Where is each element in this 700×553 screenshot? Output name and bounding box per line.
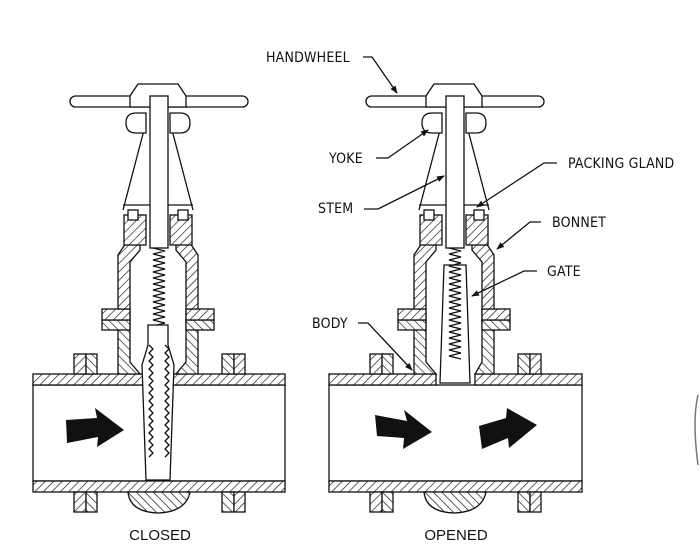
pipe-wall-bottom: [328, 480, 583, 493]
edge-artifact: [694, 394, 699, 466]
flange: [517, 491, 531, 513]
packing-gland-box: [127, 209, 139, 221]
flange: [73, 491, 87, 513]
flange: [381, 353, 394, 375]
bonnet-right: [471, 239, 495, 310]
bonnet-flange: [101, 319, 131, 331]
label-stem: STEM: [318, 201, 353, 217]
bonnet-flange: [397, 308, 427, 321]
flange: [369, 491, 383, 513]
bonnet-left: [117, 239, 141, 310]
flow-arrow-icon: [479, 408, 537, 449]
flange: [73, 353, 87, 375]
bonnet-right: [175, 239, 199, 310]
body-pocket: [127, 491, 191, 514]
packing-gland-box: [473, 209, 485, 221]
pipe-bore: [328, 384, 583, 482]
pipe-wall-top: [328, 373, 437, 386]
leader-gate: [471, 270, 537, 297]
flange: [517, 353, 531, 375]
valve-closed: CLOSED: [32, 83, 286, 544]
flange: [233, 491, 246, 513]
valve-opened: OPENED: [328, 83, 583, 544]
pipe-wall-bottom: [32, 480, 286, 493]
flange: [85, 491, 98, 513]
stem-thread: [448, 247, 462, 360]
yoke: [418, 129, 490, 211]
label-handwheel: HANDWHEEL: [266, 50, 350, 66]
leader-packing-gland: [476, 162, 557, 208]
pipe-wall-top: [474, 373, 583, 386]
label-bonnet: BONNET: [552, 215, 606, 231]
label-gate: GATE: [547, 264, 581, 280]
leader-bonnet: [496, 221, 541, 250]
packing-gland-box: [177, 209, 189, 221]
bonnet-flange: [185, 319, 215, 331]
bonnet-flange: [185, 308, 215, 321]
flow-arrow-icon: [375, 410, 432, 449]
bonnet-left: [413, 239, 437, 310]
bonnet-flange: [397, 319, 427, 331]
leader-body: [358, 322, 413, 371]
flange: [85, 353, 98, 375]
bonnet-flange: [481, 319, 511, 331]
label-packing-gland: PACKING GLAND: [568, 156, 674, 172]
label-body: BODY: [312, 316, 348, 332]
flange: [233, 353, 246, 375]
flange: [529, 353, 542, 375]
stem: [445, 95, 465, 249]
bonnet-flange: [101, 308, 131, 321]
yoke-nut: [465, 112, 487, 134]
packing-gland-box: [423, 209, 435, 221]
yoke: [122, 129, 194, 211]
flow-arrow-icon: [66, 408, 124, 447]
flange: [381, 491, 394, 513]
yoke-nut: [421, 112, 443, 134]
caption-closed: CLOSED: [129, 527, 191, 544]
flange: [369, 353, 383, 375]
leader-yoke: [376, 129, 429, 159]
flange: [221, 353, 235, 375]
yoke-nut: [169, 112, 191, 134]
caption-opened: OPENED: [424, 527, 488, 544]
leader-handwheel: [363, 56, 398, 94]
gate-thread: [148, 344, 170, 458]
label-yoke: YOKE: [328, 151, 363, 167]
leader-stem: [364, 175, 445, 210]
stem: [149, 95, 169, 249]
flange: [221, 491, 235, 513]
callouts: HANDWHEEL YOKE STEM PACKING GLAND BONNET…: [266, 50, 674, 371]
bonnet-flange: [481, 308, 511, 321]
flange: [529, 491, 542, 513]
body-pocket: [423, 491, 487, 514]
yoke-nut: [125, 112, 147, 134]
gate: [141, 324, 175, 481]
